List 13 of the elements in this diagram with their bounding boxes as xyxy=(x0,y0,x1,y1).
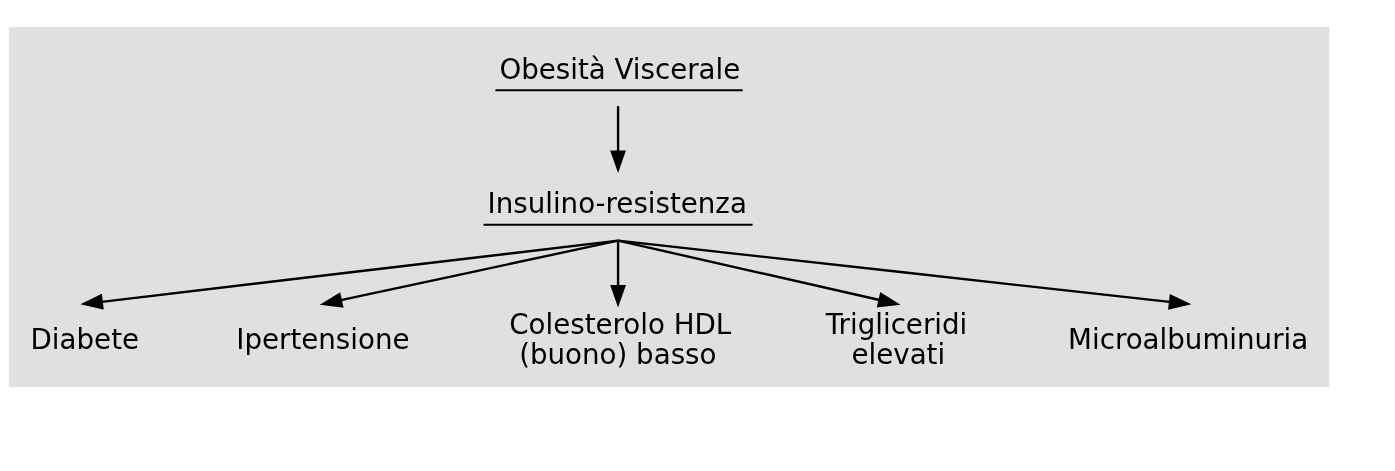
arrow xyxy=(610,106,626,173)
arrow xyxy=(617,239,1192,310)
node-text: Ipertensione xyxy=(236,322,410,356)
arrow xyxy=(80,239,619,310)
node-text: Microalbuminuria xyxy=(1068,322,1309,356)
node-text: Trigliceridi elevati xyxy=(825,308,968,371)
arrow xyxy=(319,239,619,308)
node-text: Diabete xyxy=(30,322,140,356)
node-text: Obesità Viscerale xyxy=(499,52,741,86)
node-text: Colesterolo HDL (buono) basso xyxy=(509,308,732,371)
node-text: Insulino-resistenza xyxy=(487,187,747,221)
arrow xyxy=(617,239,901,308)
arrow xyxy=(610,240,626,308)
